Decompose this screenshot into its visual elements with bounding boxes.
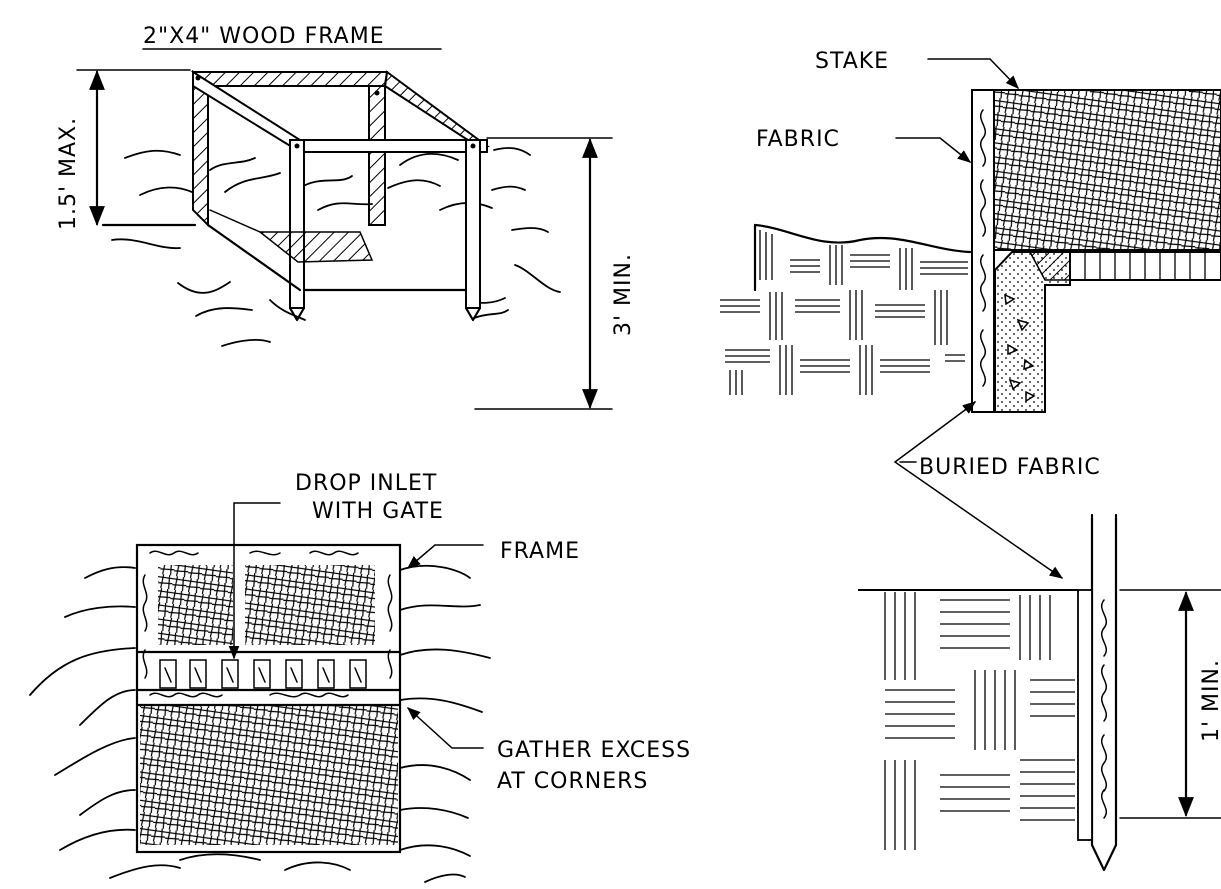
buried-soil-hatch	[858, 589, 1078, 850]
gather-excess-label-line2: AT CORNERS	[497, 769, 648, 794]
aggregate-triangles	[1004, 293, 1036, 403]
wood-frame-label: 2"X4" WOOD FRAME	[143, 24, 385, 49]
fabric-leader	[895, 137, 972, 163]
buried-fabric-section	[858, 513, 1221, 872]
plan-ground-lines	[29, 564, 491, 883]
stake-leader	[927, 58, 1019, 89]
drop-inlet-label-line1: DROP INLET	[295, 471, 437, 496]
plan-mesh-bottom	[140, 705, 398, 845]
drop-inlet-label-line2: WITH GATE	[312, 499, 444, 524]
min-burial-dimension	[1119, 589, 1221, 819]
fabric-label: FABRIC	[756, 127, 840, 152]
min-depth-dimension	[474, 137, 613, 410]
min-burial-label: 1' MIN.	[1199, 659, 1221, 742]
soil-hatch-left	[720, 223, 972, 395]
grate-strip	[1069, 251, 1221, 281]
min-depth-label: 3' MIN.	[611, 253, 636, 336]
stake-label: STAKE	[815, 49, 889, 74]
buried-fabric-leaders	[893, 401, 1064, 579]
max-height-dimension	[76, 69, 191, 226]
wood-frame-body	[191, 69, 491, 322]
plan-grate	[135, 650, 402, 692]
buried-fabric-label: BURIED FABRIC	[919, 455, 1101, 480]
plan-mesh-right	[245, 565, 375, 645]
frame-leader	[406, 544, 484, 569]
gather-leader	[407, 707, 484, 749]
wood-frame-isometric	[76, 69, 613, 410]
ground-surface-lines	[111, 147, 561, 347]
max-height-label: 1.5' MAX.	[56, 117, 81, 230]
fabric-squiggles	[980, 109, 986, 387]
plan-mesh-left	[158, 565, 233, 645]
buried-fabric-strip	[1077, 589, 1093, 841]
stake	[971, 89, 995, 413]
drop-inlet-leader	[228, 502, 281, 660]
inlet-plan-view	[29, 543, 491, 883]
stake-section-view	[720, 89, 1221, 413]
buried-fabric-squiggles	[1101, 599, 1107, 819]
gather-excess-label-line1: GATHER EXCESS	[497, 738, 691, 763]
fabric-mesh-block	[989, 89, 1221, 251]
frame-label: FRAME	[500, 539, 580, 564]
